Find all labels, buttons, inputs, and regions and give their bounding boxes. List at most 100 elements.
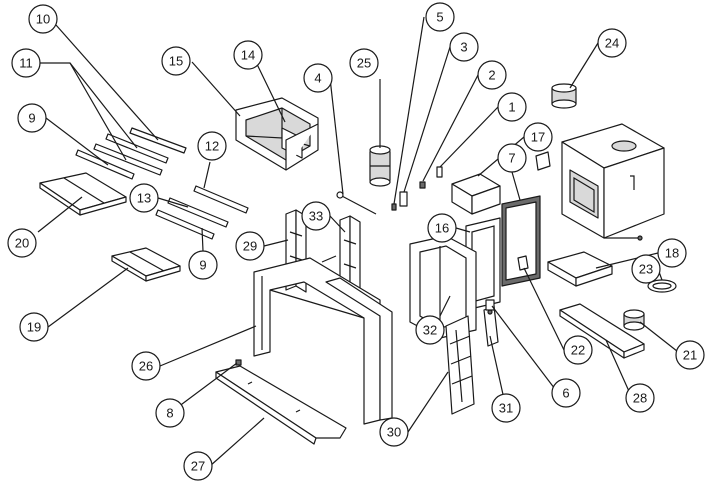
leader-24	[569, 42, 599, 89]
leader-15	[191, 61, 241, 117]
callout-6: 6	[551, 378, 581, 408]
leader-16	[455, 227, 471, 233]
callout-2: 2	[477, 60, 507, 90]
part-rod-9-top	[75, 149, 135, 180]
callout-12: 12	[197, 131, 227, 161]
callout-18: 18	[657, 238, 687, 268]
callout-22: 22	[563, 335, 593, 365]
svg-text:9: 9	[199, 258, 206, 273]
callout-4: 4	[303, 63, 333, 93]
callout-3: 3	[449, 32, 479, 62]
callout-25: 25	[349, 48, 379, 78]
callout-1: 1	[497, 92, 527, 122]
leader-32	[439, 295, 451, 317]
leader-14	[253, 57, 286, 123]
leader-7	[511, 171, 521, 201]
callout-23: 23	[631, 254, 661, 284]
parts	[39, 83, 677, 445]
callout-13: 13	[129, 183, 159, 213]
part-side-trim-30	[445, 315, 475, 415]
svg-text:22: 22	[571, 343, 585, 358]
svg-text:18: 18	[665, 246, 679, 261]
callout-5: 5	[425, 2, 455, 32]
leader-12	[203, 161, 211, 189]
leader-10	[55, 24, 159, 141]
callout-24: 24	[597, 28, 627, 58]
svg-text:1: 1	[508, 100, 515, 115]
callout-29: 29	[235, 231, 265, 261]
part-screw-8	[235, 359, 242, 366]
part-fitting-6	[485, 299, 495, 311]
svg-text:33: 33	[309, 209, 323, 224]
part-collar-24	[551, 83, 577, 109]
part-rod-11a	[105, 133, 169, 164]
callout-19: 19	[19, 312, 49, 342]
svg-text:20: 20	[15, 236, 29, 251]
svg-text:26: 26	[139, 359, 153, 374]
part-rod-4	[336, 191, 377, 215]
part-collar-21	[623, 309, 645, 331]
leader-11b	[69, 62, 127, 161]
leader-28	[605, 339, 633, 399]
part-bracket-17	[451, 173, 501, 215]
svg-text:8: 8	[166, 406, 173, 421]
svg-text:23: 23	[639, 262, 653, 277]
leader-2	[422, 74, 479, 182]
leader-22	[523, 267, 565, 351]
svg-text:28: 28	[633, 391, 647, 406]
part-base-trim-27	[215, 365, 347, 445]
part-firebox-body	[561, 123, 665, 241]
part-firebox-liner-15-14	[235, 97, 319, 171]
leader-lines	[37, 16, 683, 467]
leader-13	[157, 197, 189, 208]
part-small-3	[399, 191, 408, 207]
svg-text:27: 27	[191, 459, 205, 474]
callout-10: 10	[28, 4, 58, 34]
callout-9-mid: 9	[188, 250, 218, 280]
part-small-1	[436, 166, 443, 178]
leader-11a	[40, 62, 138, 149]
svg-text:5: 5	[436, 10, 443, 25]
part-tab	[535, 151, 551, 171]
svg-text:21: 21	[683, 348, 697, 363]
callout-17: 17	[523, 122, 553, 152]
svg-text:9: 9	[28, 111, 35, 126]
part-ash-tray-28	[559, 303, 645, 359]
leader-9a	[45, 117, 109, 166]
leader-1	[439, 106, 499, 168]
svg-text:30: 30	[387, 425, 401, 440]
leader-33	[329, 215, 346, 233]
callout-20: 20	[7, 228, 37, 258]
part-side-bracket-33	[321, 215, 361, 299]
svg-text:17: 17	[531, 130, 545, 145]
part-rod-11b	[93, 143, 163, 176]
leader-20	[37, 196, 83, 233]
callout-26: 26	[131, 351, 161, 381]
callout-7: 7	[497, 143, 527, 173]
svg-text:16: 16	[435, 221, 449, 236]
callout-14: 14	[233, 40, 263, 70]
part-panel-19	[111, 247, 181, 282]
callout-15: 15	[161, 46, 191, 76]
svg-text:6: 6	[562, 386, 569, 401]
svg-text:4: 4	[314, 71, 321, 86]
callout-32: 32	[415, 315, 445, 345]
callout-21: 21	[675, 340, 705, 370]
leader-29	[263, 239, 289, 247]
callout-31: 31	[491, 393, 521, 423]
leader-27	[209, 417, 265, 467]
svg-text:29: 29	[243, 239, 257, 254]
svg-text:14: 14	[241, 48, 255, 63]
part-rod-12	[193, 185, 249, 214]
leader-6	[491, 305, 559, 394]
part-base-18	[547, 251, 613, 287]
callout-8: 8	[155, 398, 185, 428]
leader-5	[393, 16, 425, 205]
svg-text:25: 25	[357, 56, 371, 71]
leader-19	[47, 267, 129, 328]
part-small-2	[419, 181, 426, 189]
leader-21	[639, 321, 683, 356]
callout-11: 11	[11, 48, 41, 78]
callout-30: 30	[379, 417, 409, 447]
